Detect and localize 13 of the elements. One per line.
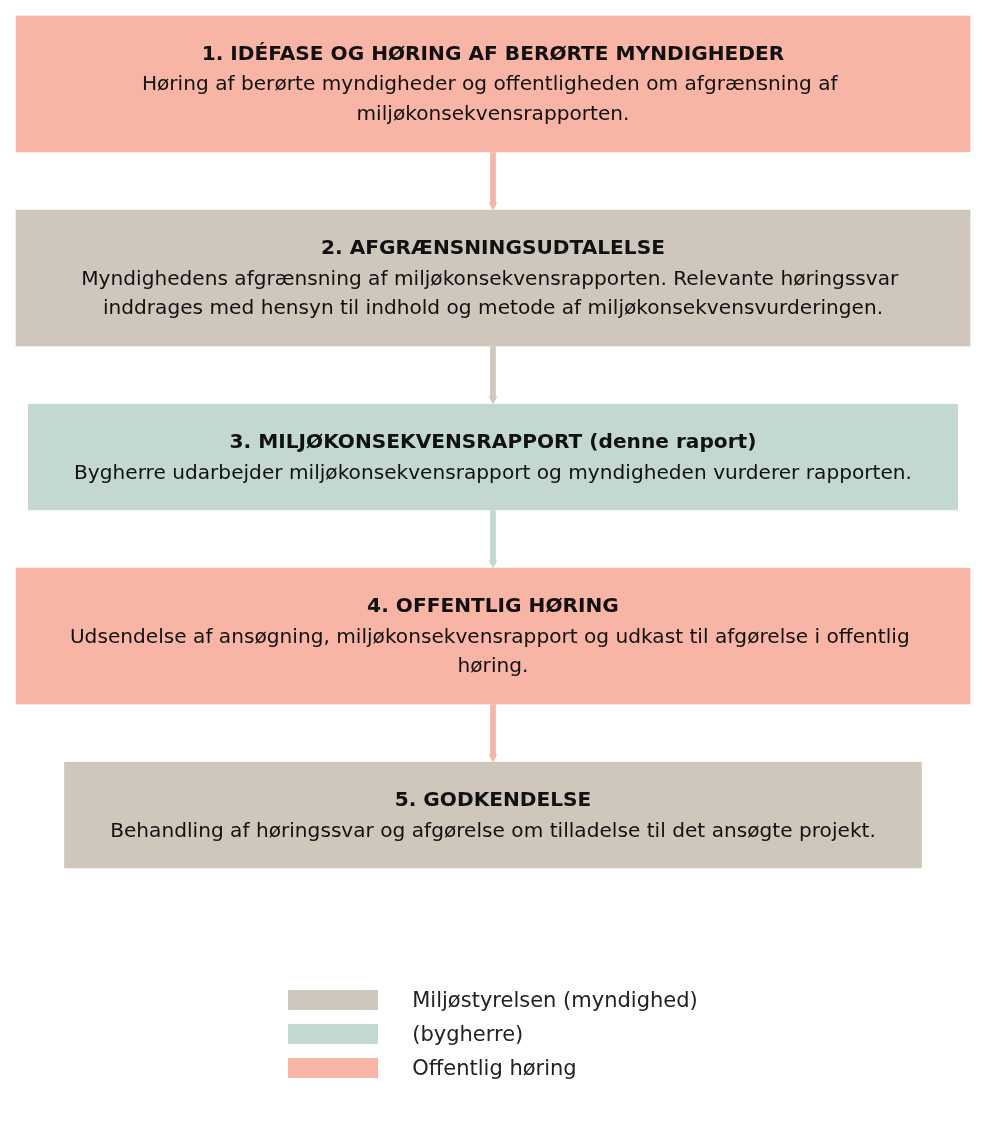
legend-label: Offentlig høring: [412, 1056, 577, 1080]
node-box: [28, 403, 958, 511]
legend-label: (bygherre): [412, 1022, 524, 1046]
flowchart: 1. IDÉFASE OG HØRING AF BERØRTE MYNDIGHEDER Høring af berørte myndigheder og offentligheden om afgrænsning af miljøkonsekvensrapporten. 2. AFGRÆNSNINGSUDTALELSE Myndighedens afgrænsning af miljøkonsekvensrapporten. Relevante høringssvar inddrages med hensyn til indhold og metode af miljøkonsekvensvurderingen. 3. MILJØKONSEKVENSRAPPORT (denne raport) Bygherre udarbejder miljøkonsekvensrapport og myndigheden vurderer rapporten. 4. OFFENTLIG HØRING Udsendelse af ansøgning, miljøkonsekvensrapport og udkast til afgørelse i offentlig høring. 5. GODKENDELSE Behandling af høringssvar og afgørelse om tilladelse til det ansøgte projekt.: [8, 8, 978, 876]
arrow: [488, 704, 498, 763]
arrow: [488, 346, 498, 405]
arrow: [488, 510, 498, 569]
node-box: [15, 15, 971, 153]
node-box: [15, 209, 971, 347]
node-box: [64, 761, 922, 869]
node-box: [15, 567, 971, 705]
arrow: [488, 152, 498, 211]
legend-label: Miljøstyrelsen (myndighed): [412, 988, 698, 1012]
